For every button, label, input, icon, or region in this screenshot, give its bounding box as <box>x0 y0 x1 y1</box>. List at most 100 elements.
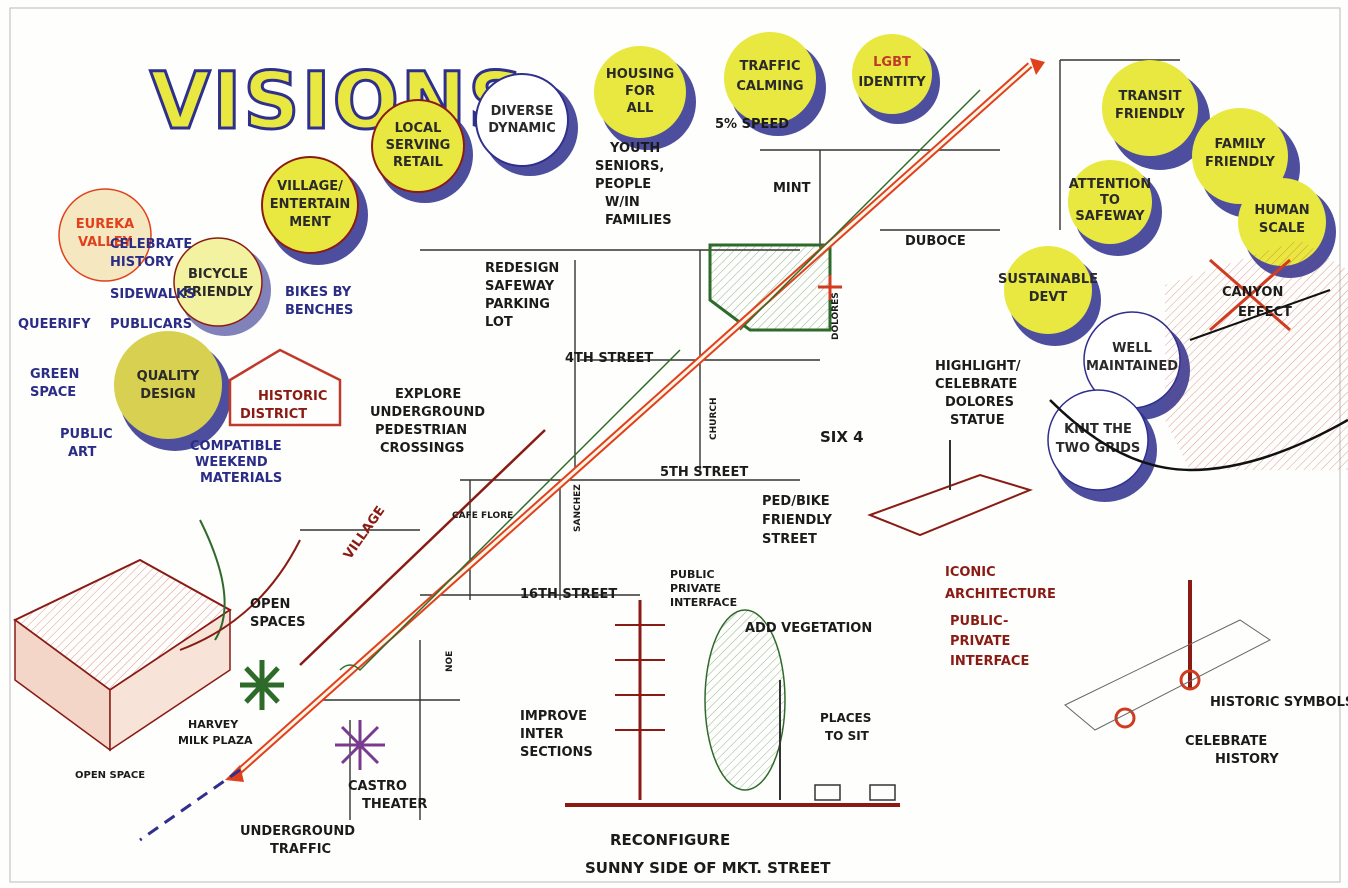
svg-text:16TH STREET: 16TH STREET <box>520 587 617 602</box>
svg-text:MINT: MINT <box>773 181 811 196</box>
svg-text:BIKES BY: BIKES BY <box>285 285 352 300</box>
svg-text:PUBLIC: PUBLIC <box>60 427 113 442</box>
svg-text:FOR: FOR <box>625 84 655 99</box>
svg-text:BICYCLE: BICYCLE <box>188 267 248 282</box>
svg-text:MAINTAINED: MAINTAINED <box>1086 359 1178 374</box>
svg-text:HISTORIC: HISTORIC <box>258 389 327 404</box>
svg-text:ENTERTAIN: ENTERTAIN <box>270 197 351 212</box>
svg-text:LOT: LOT <box>485 315 513 330</box>
svg-text:DUBOCE: DUBOCE <box>905 234 966 249</box>
svg-text:FRIENDLY: FRIENDLY <box>1115 107 1186 122</box>
svg-text:TO SIT: TO SIT <box>825 729 870 743</box>
svg-text:KNIT THE: KNIT THE <box>1064 422 1132 437</box>
svg-text:COMPATIBLE: COMPATIBLE <box>190 439 282 454</box>
svg-text:EXPLORE: EXPLORE <box>395 387 461 402</box>
svg-text:PUBLIC-: PUBLIC- <box>950 614 1008 629</box>
svg-text:W/IN: W/IN <box>605 195 640 210</box>
svg-text:ALL: ALL <box>627 101 654 116</box>
svg-text:RETAIL: RETAIL <box>393 155 443 170</box>
svg-text:INTERFACE: INTERFACE <box>670 596 737 609</box>
svg-text:DISTRICT: DISTRICT <box>240 407 307 422</box>
svg-text:DESIGN: DESIGN <box>140 387 195 402</box>
svg-text:GREEN: GREEN <box>30 367 79 382</box>
harvey-milk-star <box>240 660 284 710</box>
svg-text:FAMILY: FAMILY <box>1215 137 1266 152</box>
svg-text:PLACES: PLACES <box>820 711 871 725</box>
arrow-head-ne <box>1030 58 1045 75</box>
svg-text:CELEBRATE: CELEBRATE <box>935 377 1017 392</box>
svg-text:CASTRO: CASTRO <box>348 779 407 794</box>
underground-traffic-line <box>140 770 240 840</box>
svg-text:FRIENDLY: FRIENDLY <box>1205 155 1276 170</box>
castro-star <box>335 720 385 770</box>
svg-text:TRANSIT: TRANSIT <box>1119 89 1182 104</box>
svg-text:SANCHEZ: SANCHEZ <box>573 484 583 532</box>
svg-text:SCALE: SCALE <box>1259 221 1305 236</box>
svg-text:FRIENDLY: FRIENDLY <box>762 513 833 528</box>
svg-text:UNDERGROUND: UNDERGROUND <box>370 405 485 420</box>
svg-text:MENT: MENT <box>289 215 331 230</box>
svg-text:TRAFFIC: TRAFFIC <box>739 59 800 74</box>
dolores-bench <box>870 440 1030 535</box>
svg-text:WELL: WELL <box>1112 341 1152 356</box>
svg-text:ART: ART <box>68 445 96 460</box>
svg-text:ARCHITECTURE: ARCHITECTURE <box>945 587 1056 602</box>
svg-text:DOLORES: DOLORES <box>831 292 841 340</box>
svg-text:LGBT: LGBT <box>873 55 911 70</box>
svg-text:HUMAN: HUMAN <box>1254 203 1309 218</box>
svg-text:REDESIGN: REDESIGN <box>485 261 559 276</box>
label-5pct: 5% SPEED <box>715 117 789 132</box>
svg-text:PARKING: PARKING <box>485 297 550 312</box>
svg-text:SAFEWAY: SAFEWAY <box>485 279 555 294</box>
svg-text:IDENTITY: IDENTITY <box>858 75 926 90</box>
svg-text:DYNAMIC: DYNAMIC <box>488 121 556 136</box>
svg-text:EFFECT: EFFECT <box>1238 305 1292 320</box>
svg-text:CAFE FLORE: CAFE FLORE <box>452 511 513 521</box>
svg-text:SUNNY SIDE OF MKT. STREET: SUNNY SIDE OF MKT. STREET <box>585 859 831 877</box>
svg-text:CANYON: CANYON <box>1222 285 1283 300</box>
svg-text:SAFEWAY: SAFEWAY <box>1075 209 1145 224</box>
plaza-sketch <box>15 520 300 750</box>
bubble-housing: HOUSING FOR ALL <box>594 46 696 150</box>
svg-text:PRIVATE: PRIVATE <box>950 634 1010 649</box>
village-arrow <box>300 430 545 665</box>
bubble-sustainable: SUSTAINABLE DEVT <box>998 246 1101 346</box>
svg-text:PEDESTRIAN: PEDESTRIAN <box>375 423 467 438</box>
svg-text:SIX 4: SIX 4 <box>820 428 864 446</box>
svg-text:CELEBRATE: CELEBRATE <box>1185 734 1267 749</box>
svg-text:SPACES: SPACES <box>250 615 306 630</box>
svg-text:SECTIONS: SECTIONS <box>520 745 593 760</box>
bubble-lgbt: LGBT IDENTITY <box>852 34 940 124</box>
svg-text:DIVERSE: DIVERSE <box>491 104 554 119</box>
svg-text:STATUE: STATUE <box>950 413 1005 428</box>
svg-text:ICONIC: ICONIC <box>945 565 996 580</box>
svg-text:5TH STREET: 5TH STREET <box>660 465 748 480</box>
svg-text:PUBLICARS: PUBLICARS <box>110 317 192 332</box>
svg-text:HIGHLIGHT/: HIGHLIGHT/ <box>935 359 1021 374</box>
svg-text:QUEERIFY: QUEERIFY <box>18 317 91 332</box>
svg-text:SPACE: SPACE <box>30 385 76 400</box>
svg-text:TO: TO <box>1100 193 1120 208</box>
svg-text:SENIORS,: SENIORS, <box>595 159 664 174</box>
svg-text:DOLORES: DOLORES <box>945 395 1014 410</box>
svg-text:INTERFACE: INTERFACE <box>950 654 1029 669</box>
bubble-village: VILLAGE/ ENTERTAIN MENT <box>262 157 368 265</box>
svg-text:ADD VEGETATION: ADD VEGETATION <box>745 621 872 636</box>
svg-text:SIDEWALKS: SIDEWALKS <box>110 287 195 302</box>
svg-text:HISTORIC SYMBOLS.: HISTORIC SYMBOLS. <box>1210 695 1348 710</box>
svg-text:CELEBRATE: CELEBRATE <box>110 237 192 252</box>
svg-text:QUALITY: QUALITY <box>137 369 200 384</box>
svg-text:CROSSINGS: CROSSINGS <box>380 441 465 456</box>
svg-text:INTER: INTER <box>520 727 563 742</box>
svg-text:LOCAL: LOCAL <box>395 121 442 136</box>
svg-text:CHURCH: CHURCH <box>709 397 719 440</box>
svg-text:MATERIALS: MATERIALS <box>200 471 282 486</box>
svg-text:NOE: NOE <box>445 651 455 672</box>
bubble-attention: ATTENTION TO SAFEWAY <box>1068 160 1162 256</box>
svg-text:STREET: STREET <box>762 532 817 547</box>
svg-text:RECONFIGURE: RECONFIGURE <box>610 831 730 849</box>
svg-text:4TH STREET: 4TH STREET <box>565 351 653 366</box>
svg-text:SERVING: SERVING <box>386 138 451 153</box>
svg-text:YOUTH: YOUTH <box>609 141 660 156</box>
